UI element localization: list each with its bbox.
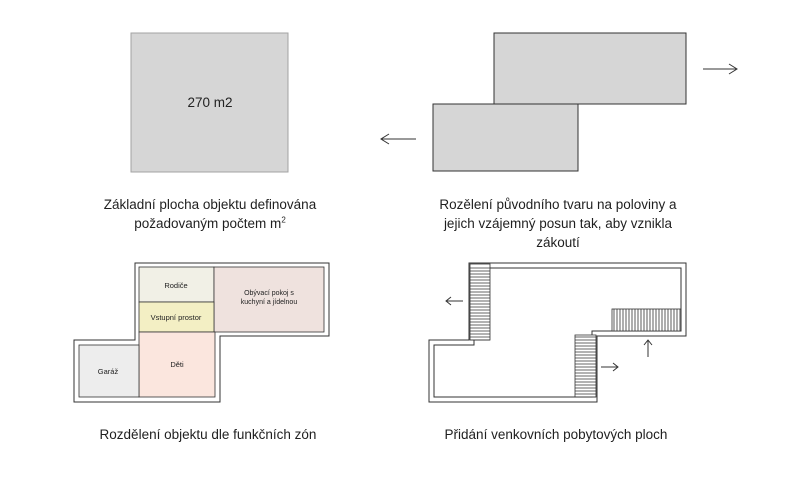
caption-split-line1: Rozělení původního tvaru na poloviny a xyxy=(439,197,677,212)
caption-functional-zones: Rozdělení objektu dle funkčních zón xyxy=(58,425,358,444)
panel-functional-zones: Rodiče Obývací pokoj s kuchyní a jídelno… xyxy=(73,262,330,403)
arrow-right-icon xyxy=(703,63,738,75)
caption-zones-text: Rozdělení objektu dle funkčních zón xyxy=(99,427,317,442)
label-parents: Rodiče xyxy=(164,281,187,290)
caption-base-area: Základní plocha objektu definována požad… xyxy=(60,195,360,233)
room-entrance xyxy=(138,301,215,333)
label-entrance: Vstupní prostor xyxy=(151,313,202,322)
panel-split-shift xyxy=(380,32,738,172)
area-label: 270 m2 xyxy=(187,95,232,110)
arrow-right-icon xyxy=(601,362,619,372)
panel-base-area: 270 m2 xyxy=(130,32,289,173)
room-garage xyxy=(78,344,140,398)
caption-outdoor-text: Přidání venkovních pobytových ploch xyxy=(444,427,668,442)
room-children xyxy=(138,331,216,398)
upper-half-block xyxy=(493,32,687,105)
caption-base-line1: Základní plocha objektu definována xyxy=(103,197,317,212)
room-living xyxy=(213,266,325,333)
deck-top-left xyxy=(469,263,491,341)
caption-split-line3: zákoutí xyxy=(536,235,580,250)
caption-base-sup: 2 xyxy=(281,215,286,225)
label-garage: Garáž xyxy=(98,367,119,376)
caption-base-line2-text: požadovaným počtem m xyxy=(134,216,282,231)
arrow-left-icon xyxy=(380,133,416,145)
label-living-line1: Obývací pokoj s xyxy=(244,290,294,297)
caption-split-shift: Rozělení původního tvaru na poloviny a j… xyxy=(408,195,708,252)
deck-middle xyxy=(574,334,597,398)
caption-outdoor-areas: Přidání venkovních pobytových ploch xyxy=(406,425,706,444)
outdoor-plan-outer-wall xyxy=(428,262,687,403)
caption-base-line2: požadovaným počtem m2 xyxy=(60,214,360,233)
label-living-line2: kuchyní a jídelnou xyxy=(241,299,298,306)
base-area-square xyxy=(130,32,289,173)
caption-split-line2: jejich vzájemný posun tak, aby vznikla xyxy=(443,216,673,231)
panel-outdoor-areas xyxy=(428,262,687,403)
deck-right xyxy=(611,308,682,332)
arrow-left-icon xyxy=(445,296,463,306)
label-children: Děti xyxy=(170,360,184,369)
arrow-up-icon xyxy=(643,339,653,357)
lower-half-block xyxy=(432,103,579,172)
